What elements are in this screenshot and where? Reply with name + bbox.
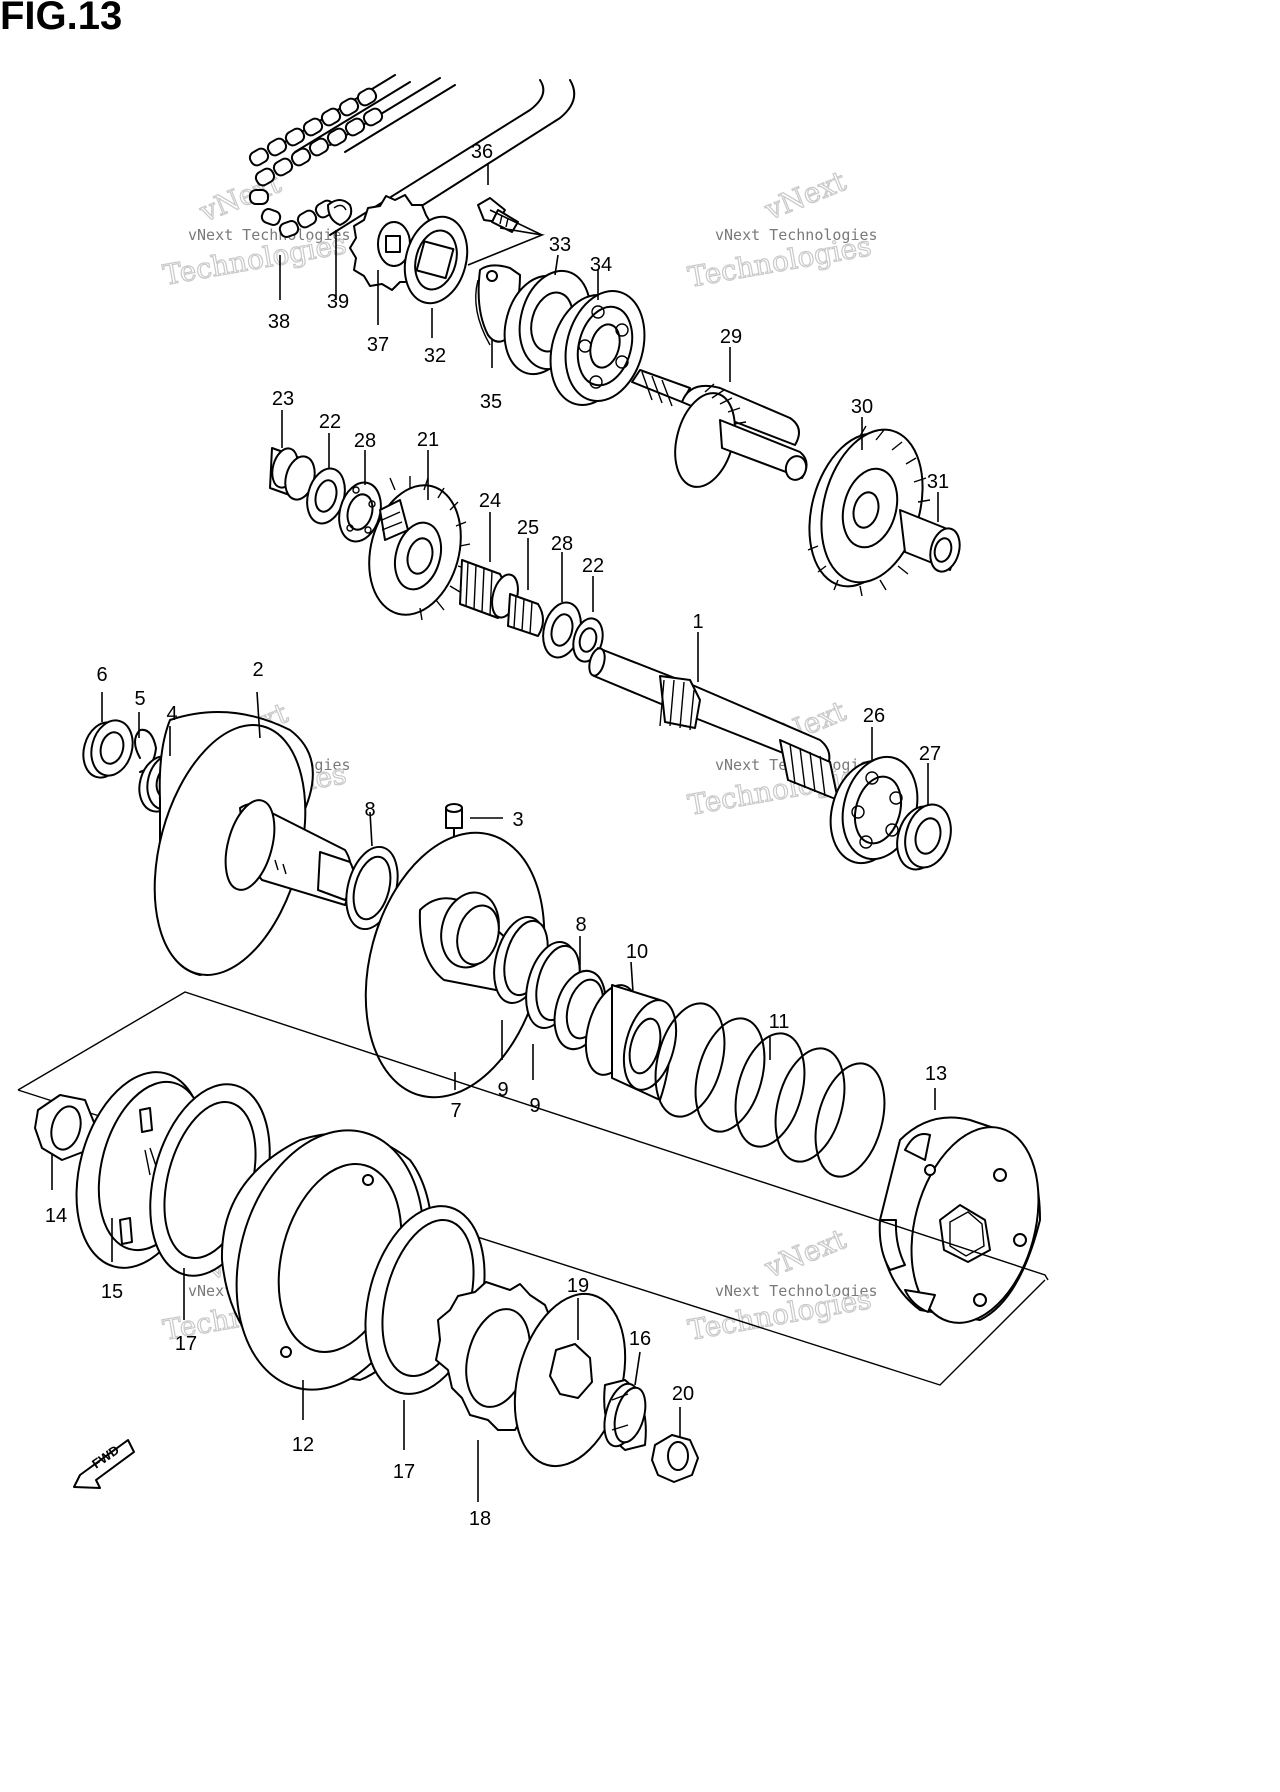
callout-4: 4 [166, 703, 177, 725]
nut-part-14 [34, 1094, 96, 1161]
watermark-low-right: vNext Technologies Technologies vNext [685, 1222, 878, 1348]
clutch-carrier-part-13 [878, 1116, 1041, 1324]
callout-8a: 8 [364, 799, 375, 821]
callout-6: 6 [96, 664, 107, 686]
callout-5: 5 [134, 688, 145, 710]
callout-12: 12 [292, 1434, 314, 1456]
bolt-part-36 [477, 197, 519, 233]
callout-22a: 22 [319, 411, 341, 433]
callout-18: 18 [469, 1508, 491, 1530]
callout-33: 33 [549, 234, 571, 256]
callout-17b: 17 [393, 1461, 415, 1483]
callout-10: 10 [626, 941, 648, 963]
callout-34: 34 [590, 254, 612, 276]
gear-part-30 [807, 425, 931, 597]
movable-pulley-part-7 [364, 831, 546, 1099]
callout-7: 7 [450, 1100, 461, 1122]
watermark-text: vNext Technologies [188, 226, 351, 244]
bearing-part-28b [542, 601, 582, 659]
callout-38: 38 [268, 311, 290, 333]
nut-part-20 [651, 1434, 699, 1483]
callout-15: 15 [101, 1281, 123, 1303]
callout-2: 2 [252, 659, 263, 681]
collar-part-31 [899, 509, 961, 573]
callout-24: 24 [479, 490, 501, 512]
callout-8b: 8 [575, 914, 586, 936]
fixed-pulley-part-2 [153, 711, 355, 976]
callout-3: 3 [512, 809, 523, 831]
callout-22b: 22 [582, 555, 604, 577]
leader-lines [51, 163, 939, 1502]
callout-26: 26 [863, 705, 885, 727]
callout-19: 19 [567, 1275, 589, 1297]
callout-29: 29 [720, 326, 742, 348]
watermark-top-left: vNext Technologies Technologies vNext [160, 166, 351, 293]
callout-36: 36 [471, 141, 493, 163]
callout-25: 25 [517, 517, 539, 539]
watermark-outline-small: vNext [759, 164, 851, 227]
callout-30: 30 [851, 396, 873, 418]
driven-shaft-part-1 [588, 647, 839, 801]
forward-arrow-icon: FWD [73, 1439, 135, 1489]
callout-32: 32 [424, 345, 446, 367]
callout-35: 35 [480, 391, 502, 413]
callout-11: 11 [769, 1011, 790, 1033]
washer-part-22a [306, 467, 346, 525]
bearing-part-34 [549, 290, 646, 406]
callout-16: 16 [629, 1328, 651, 1350]
callout-14: 14 [45, 1205, 67, 1227]
callout-27: 27 [919, 743, 941, 765]
watermark-text: vNext Technologies [715, 226, 878, 244]
bearing-part-28a [338, 481, 382, 543]
drive-chain [248, 74, 576, 246]
callout-13: 13 [925, 1063, 947, 1085]
callout-9a: 9 [497, 1079, 508, 1101]
callout-labels: 36 33 34 38 39 37 32 35 29 30 31 23 22 2… [45, 141, 949, 1530]
oil-seal-part-6 [82, 719, 134, 779]
gear-part-21 [368, 476, 471, 621]
clip-part-39 [327, 199, 353, 226]
callout-28b: 28 [551, 533, 573, 555]
watermark-text: vNext Technologies [715, 1282, 878, 1300]
callout-37: 37 [367, 334, 389, 356]
callout-28a: 28 [354, 430, 376, 452]
needle-bearing-part-25 [507, 593, 544, 637]
callout-31: 31 [927, 471, 949, 493]
bearing-part-16 [603, 1379, 647, 1451]
callout-17a: 17 [175, 1333, 197, 1355]
output-shaft-part-29 [631, 369, 808, 488]
spring-part-11 [654, 1002, 886, 1178]
callout-1: 1 [692, 611, 703, 633]
callout-39: 39 [327, 291, 349, 313]
watermark-top-right: vNext Technologies Technologies vNext [685, 164, 878, 295]
callout-21: 21 [417, 429, 439, 451]
watermark-outline-small: vNext [759, 1222, 851, 1285]
figure-title: FIG.13 [0, 0, 123, 38]
plate-part-19 [513, 1292, 627, 1468]
callout-9b: 9 [529, 1095, 540, 1117]
needle-bearing-part-23 [269, 447, 316, 501]
callout-20: 20 [672, 1383, 694, 1405]
callout-23: 23 [272, 388, 294, 410]
oil-seal-part-27 [896, 803, 952, 871]
washer-part-32 [403, 215, 469, 305]
